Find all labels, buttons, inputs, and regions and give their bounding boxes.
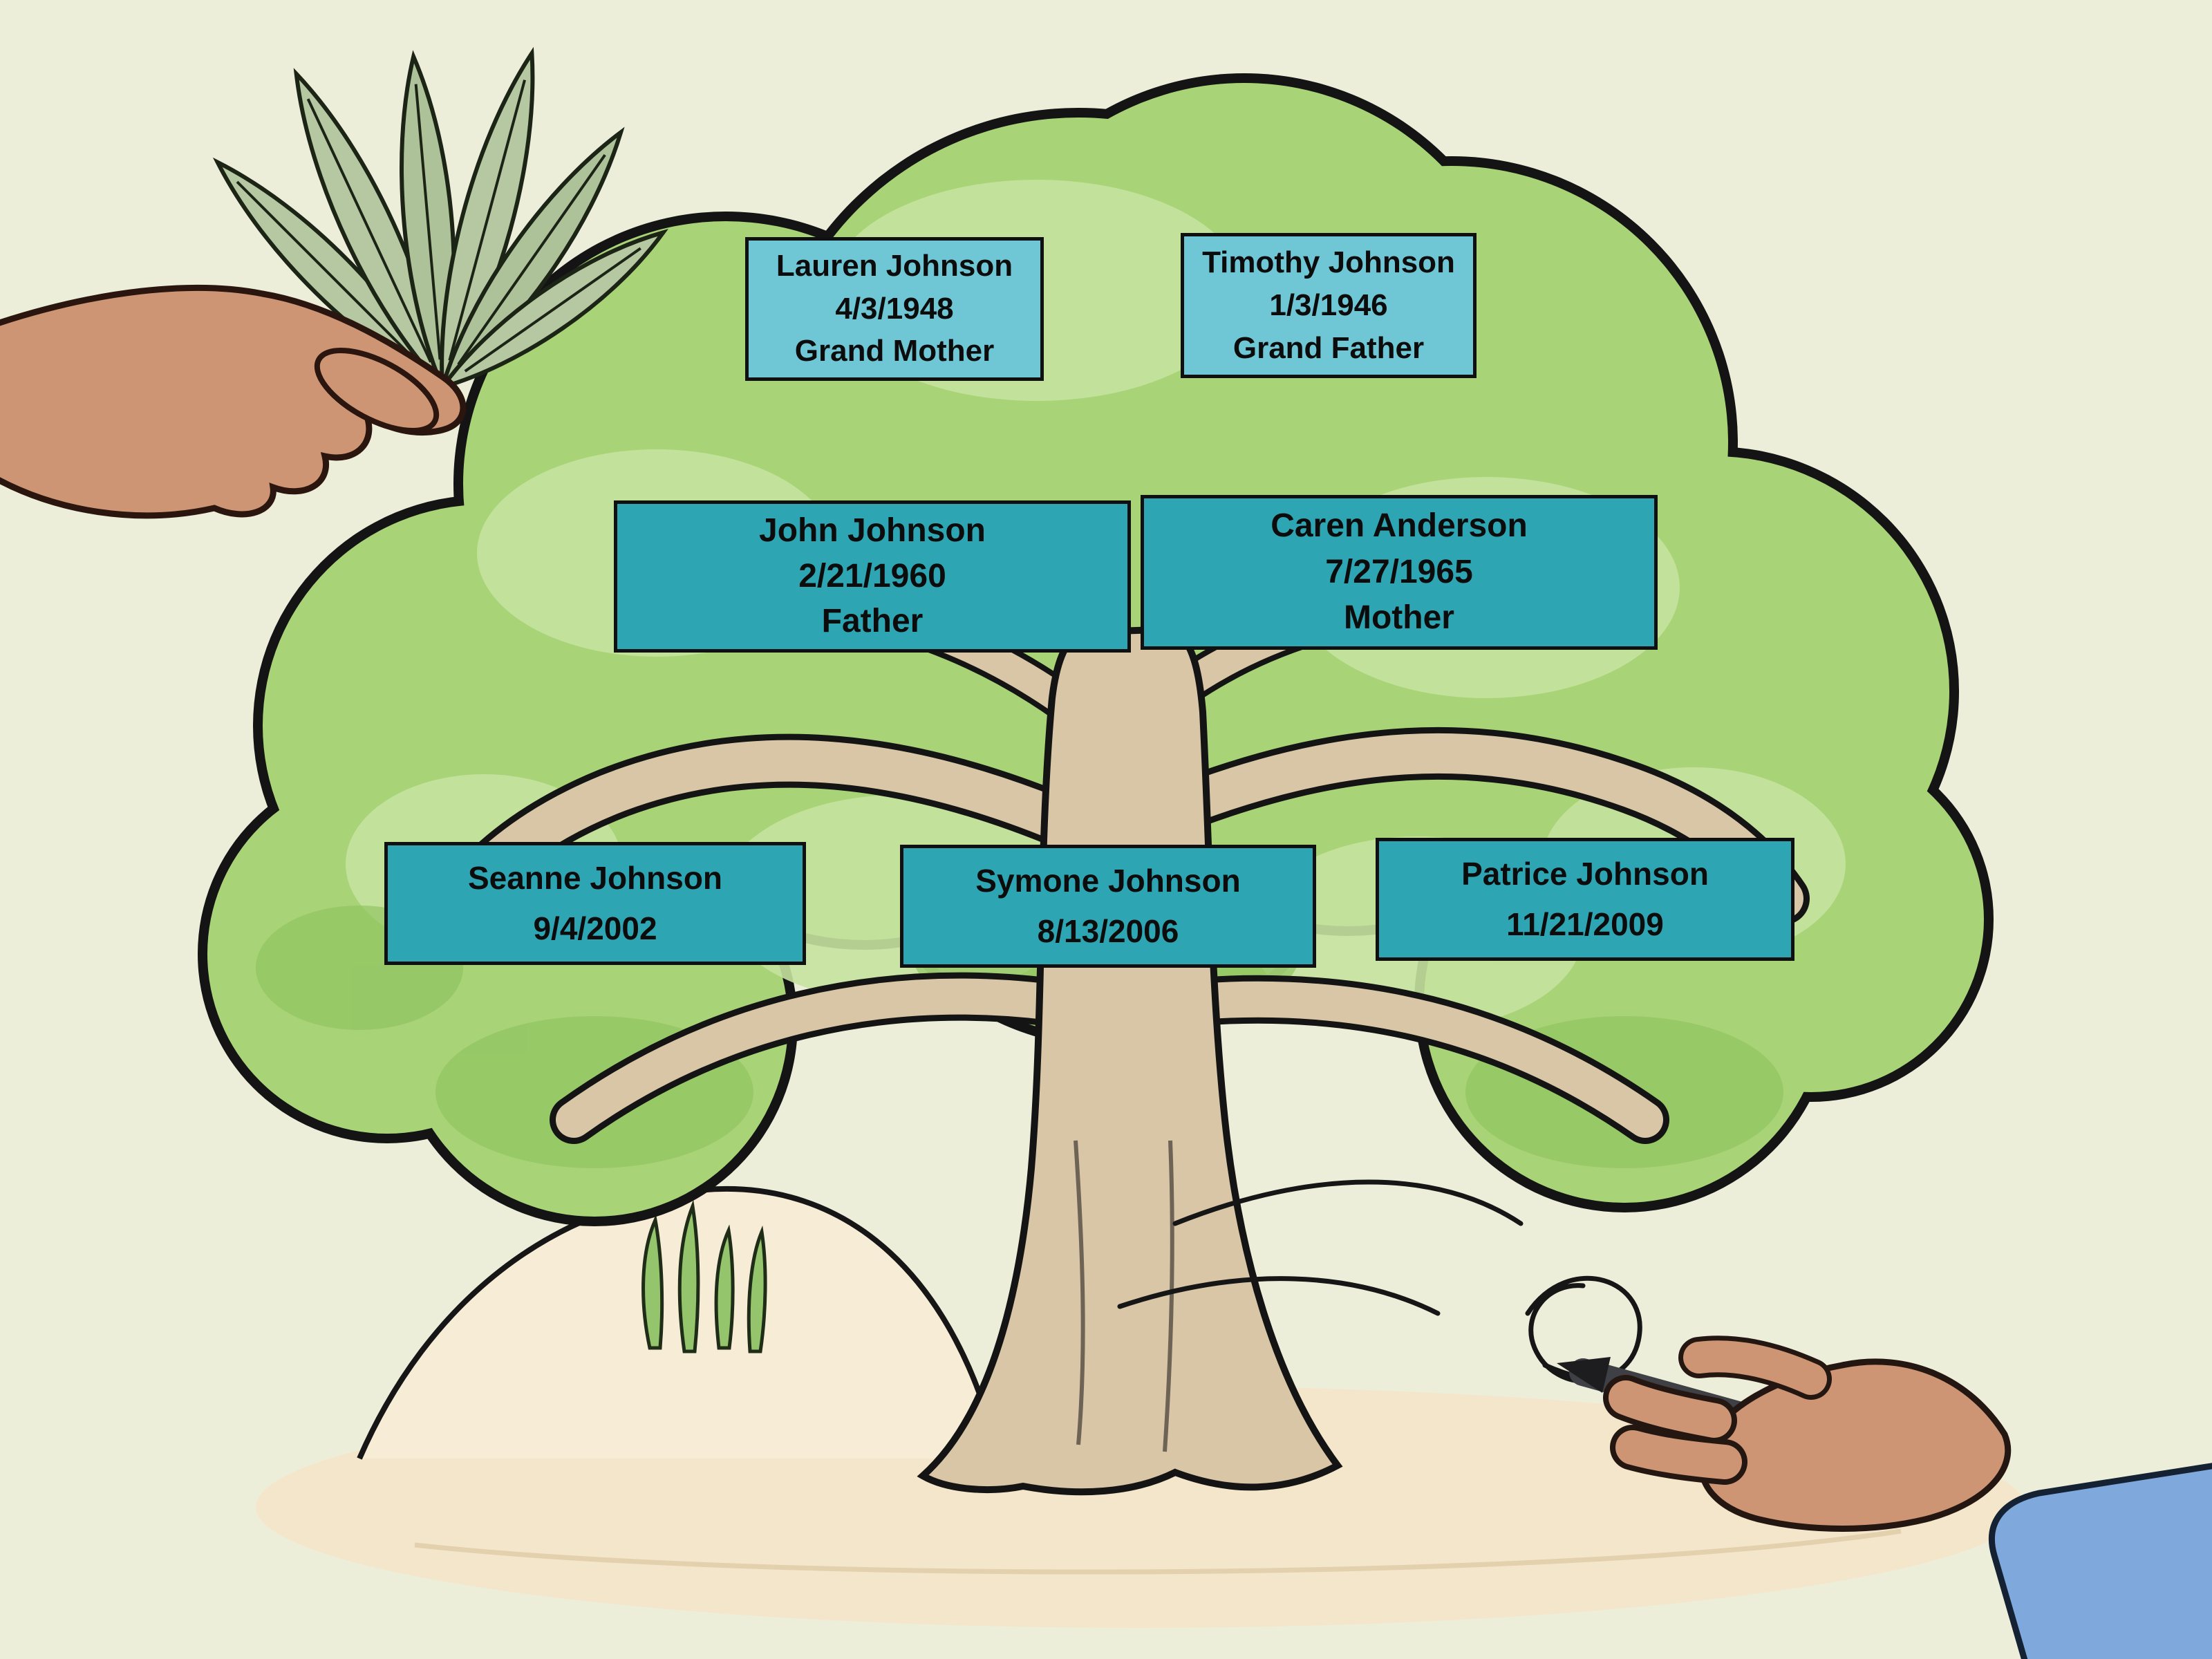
person-name: Lauren Johnson [776,249,1013,283]
leaves [212,46,668,394]
right-fingers [1603,1335,1832,1485]
left-thumb [314,347,440,434]
right-hand [1698,1358,2012,1532]
person-name: Patrice Johnson [1461,856,1709,892]
person-role: Grand Father [1232,330,1425,365]
person-role: Father [821,603,924,640]
father-box: John Johnson 2/21/1960 Father [614,500,1131,653]
person-name: Timothy Johnson [1202,245,1455,279]
person-role: Grand Mother [794,334,995,368]
grass [641,1199,767,1353]
person-name: John Johnson [759,512,986,549]
person-role: Mother [1344,599,1454,637]
person-dob: 7/27/1965 [1325,553,1473,590]
person-name: Caren Anderson [1271,507,1528,544]
person-dob: 1/3/1946 [1269,288,1388,322]
child-box-seanne: Seanne Johnson 9/4/2002 [384,842,806,965]
person-name: Symone Johnson [975,863,1241,899]
person-dob: 2/21/1960 [798,557,946,594]
person-dob: 8/13/2006 [1037,913,1179,950]
child-box-symone: Symone Johnson 8/13/2006 [900,845,1316,968]
person-name: Seanne Johnson [467,860,723,897]
grandmother-box: Lauren Johnson 4/3/1948 Grand Mother [745,237,1044,381]
person-dob: 4/3/1948 [835,291,954,326]
mother-box: Caren Anderson 7/27/1965 Mother [1141,495,1658,650]
right-sleeve [1988,1463,2212,1659]
hand-with-pen [1557,1335,2212,1659]
hand-holding-leaves [0,46,668,519]
person-dob: 9/4/2002 [533,910,657,947]
grandfather-box: Timothy Johnson 1/3/1946 Grand Father [1181,233,1477,378]
person-dob: 11/21/2009 [1506,906,1664,943]
child-box-patrice: Patrice Johnson 11/21/2009 [1376,838,1794,961]
